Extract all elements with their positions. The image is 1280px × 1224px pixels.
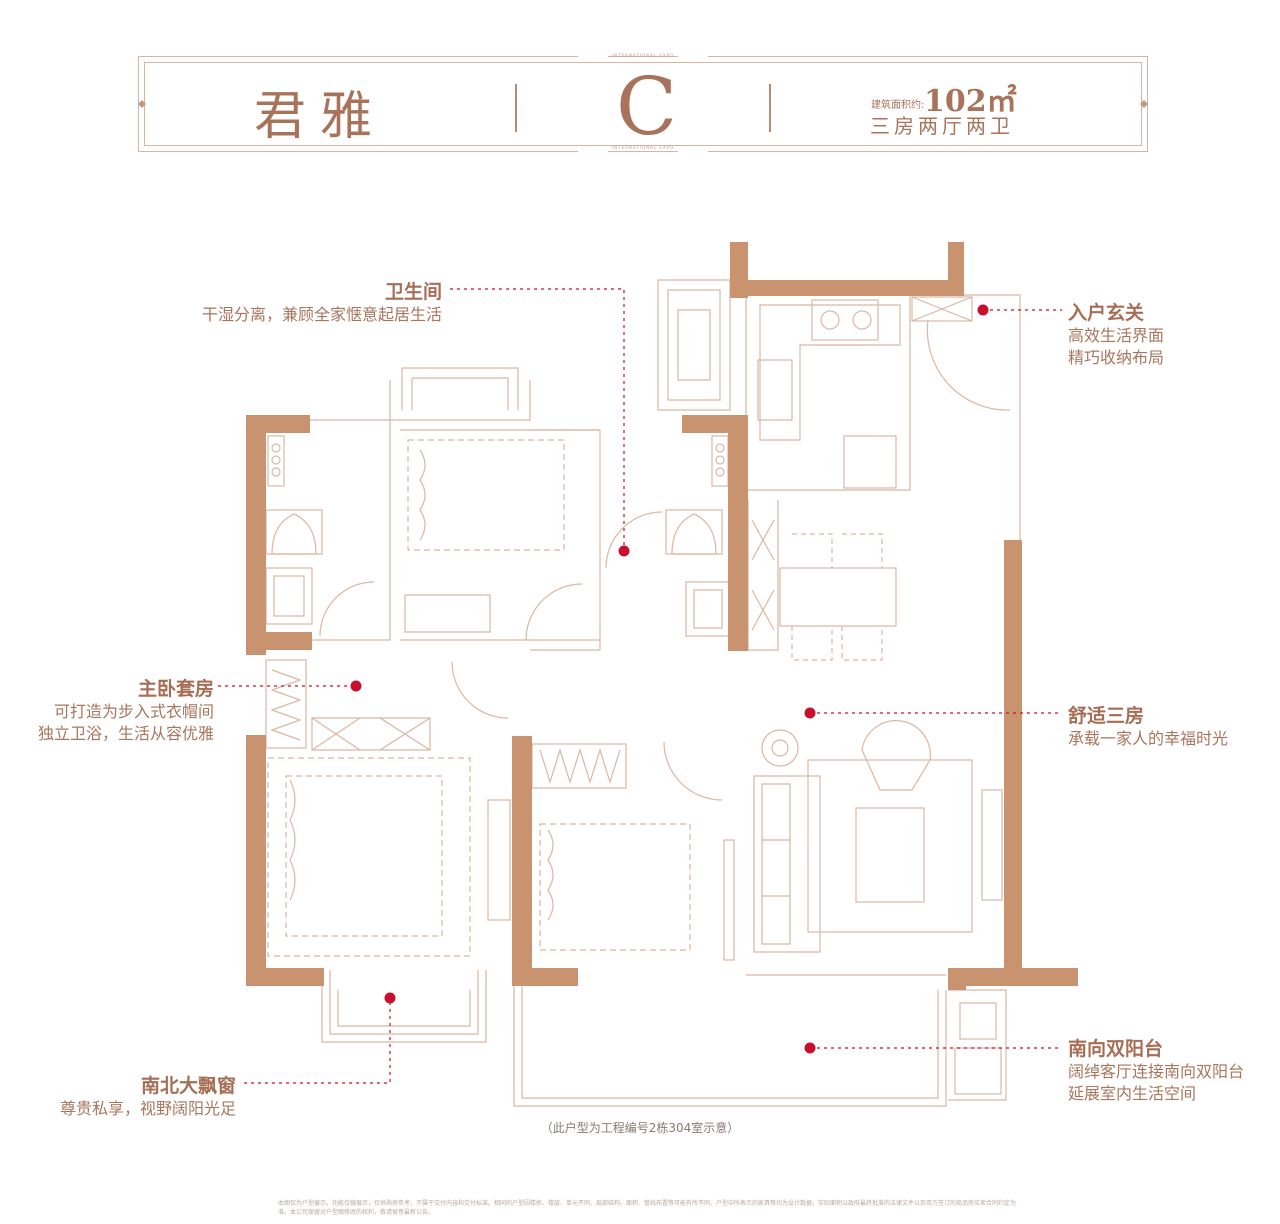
annotation-leaders <box>218 288 1062 1084</box>
marker-rooms <box>804 707 816 719</box>
marker-balcony <box>804 1042 816 1054</box>
header-tag-top: INTERNATIONAL EXPO <box>612 53 675 58</box>
annotation-window-desc: 尊贵私享，视野阔阳光足 <box>59 1099 236 1118</box>
annotation-balcony: 南向双阳台 阔绰客厅连接南向双阳台 延展室内生活空间 <box>1068 1034 1244 1105</box>
header-tag-bottom: INTERNATIONAL EXPO <box>612 145 675 150</box>
annotation-entrance-title: 入户玄关 <box>1068 302 1145 324</box>
annotation-entrance: 入户玄关 高效生活界面 精巧收纳布局 <box>1068 298 1164 369</box>
marker-master <box>350 680 362 692</box>
annotation-master-title: 主卧套房 <box>137 678 214 700</box>
legal-disclaimer: 本图仅为户型展示，功能仅做展示，仅供购房参考，不属于交付内容和交付标准。相同的户… <box>278 1200 1017 1216</box>
thin-lines <box>250 250 1021 1107</box>
unit-type-letter: C <box>616 60 678 153</box>
annotation-rooms-desc: 承载一家人的幸福时光 <box>1068 729 1229 748</box>
annotation-rooms: 舒适三房 承载一家人的幸福时光 <box>1068 701 1228 750</box>
area-label: 建筑面积约: <box>871 100 925 111</box>
annotation-bathroom: 卫生间 干湿分离，兼顾全家惬意起居生活 <box>202 277 442 326</box>
header-frame <box>138 55 1148 153</box>
annotation-balcony-desc-1: 阔绰客厅连接南向双阳台 <box>1068 1062 1245 1081</box>
walls <box>246 242 1078 990</box>
annotation-bathroom-desc: 干湿分离，兼顾全家惬意起居生活 <box>201 305 442 324</box>
marker-bathroom <box>618 545 630 557</box>
annotation-master-desc-2: 独立卫浴，生活从容优雅 <box>37 724 214 743</box>
marker-entrance <box>977 304 989 316</box>
plan-footnote: （此户型为工程编号2栋304室示意） <box>540 1121 740 1135</box>
annotation-master-desc-1: 可打造为步入式衣帽间 <box>53 702 214 721</box>
annotation-rooms-title: 舒适三房 <box>1068 705 1145 727</box>
header-banner: INTERNATIONAL EXPO INTERNATIONAL EXPO 君雅… <box>138 52 1148 156</box>
unit-layout: 三房两厅两卫 <box>870 114 1014 138</box>
annotation-master: 主卧套房 可打造为步入式衣帽间 独立卫浴，生活从容优雅 <box>38 674 214 745</box>
unit-name: 君雅 <box>254 87 387 147</box>
marker-window <box>384 992 396 1004</box>
annotation-balcony-title: 南向双阳台 <box>1068 1038 1164 1060</box>
annotation-balcony-desc-2: 延展室内生活空间 <box>1068 1084 1197 1103</box>
annotation-entrance-desc-2: 精巧收纳布局 <box>1068 348 1165 367</box>
annotation-entrance-desc-1: 高效生活界面 <box>1068 326 1165 345</box>
annotation-bathroom-title: 卫生间 <box>384 281 442 303</box>
annotation-window-title: 南北大飘窗 <box>140 1075 236 1097</box>
area-value: 102㎡ <box>924 84 1017 119</box>
annotation-window: 南北大飘窗 尊贵私享，视野阔阳光足 <box>60 1071 236 1120</box>
